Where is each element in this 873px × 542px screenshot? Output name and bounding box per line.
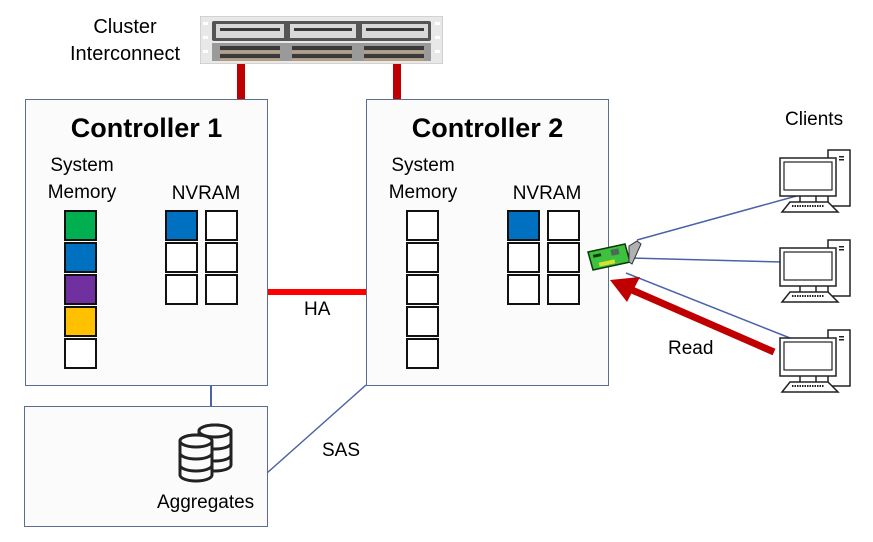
controller-2-memory-block: [406, 306, 439, 337]
interconnect-label-line2: Interconnect: [69, 43, 181, 65]
controller-2-nvram-block: [507, 274, 540, 305]
controller-1-memory-block: [64, 242, 97, 273]
controller-1-nvram-block: [165, 242, 198, 273]
client-computer-icon[interactable]: [776, 328, 856, 396]
controller-1-memory-block: [64, 274, 97, 305]
controller-1-memory-block: [64, 306, 97, 337]
controller-1-memory-label: System Memory: [40, 152, 124, 206]
interconnect-link-controller-2: [393, 62, 401, 100]
network-card-icon[interactable]: [585, 240, 643, 274]
controller-2-nvram-label: NVRAM: [512, 183, 582, 204]
controller-1-nvram-label: NVRAM: [171, 183, 241, 204]
read-label: Read: [668, 338, 714, 359]
interconnect-label: Cluster Interconnect: [50, 14, 200, 68]
controller-2-nvram-block: [507, 242, 540, 273]
controller-2-memory-block: [406, 242, 439, 273]
client-1-line: [636, 194, 801, 241]
controller-1-nvram-block: [165, 210, 198, 241]
controller-2-nvram-block: [547, 274, 580, 305]
controller-1-memory-block: [64, 338, 97, 369]
interconnect-link-controller-1: [237, 62, 245, 100]
controller-2-title: Controller 2: [411, 113, 564, 143]
client-computer-icon[interactable]: [776, 238, 856, 306]
controller-2-memory-block: [406, 274, 439, 305]
controller-2-nvram-block: [547, 242, 580, 273]
controller-2-memory-block: [406, 338, 439, 369]
client-3-line: [625, 272, 791, 339]
controller-1-title: Controller 1: [70, 113, 223, 143]
ha-link: [268, 289, 366, 295]
client-computer-icon[interactable]: [776, 148, 856, 216]
controller-2-nvram-block: [507, 210, 540, 241]
controller-2-nvram-block: [547, 210, 580, 241]
controller-1-nvram-block: [165, 274, 198, 305]
memory-label-line1: System: [391, 155, 455, 176]
controller-1-nvram-block: [205, 210, 238, 241]
clients-label: Clients: [785, 109, 844, 130]
controller-1-nvram-block: [205, 242, 238, 273]
network-switch-icon: [200, 16, 443, 64]
ha-label: HA: [304, 299, 331, 320]
controller-2-memory-label: System Memory: [381, 152, 465, 206]
interconnect-label-line1: Cluster: [93, 16, 157, 38]
sas-label: SAS: [322, 440, 361, 461]
controller-1-nvram-block: [205, 274, 238, 305]
aggregates-box: Aggregates: [24, 406, 268, 527]
client-2-line: [629, 257, 783, 263]
controller-2-memory-block: [406, 210, 439, 241]
database-icon: [178, 423, 233, 483]
memory-label-line1: System: [50, 155, 114, 176]
memory-label-line2: Memory: [388, 182, 458, 203]
controller-1-memory-block: [64, 210, 97, 241]
memory-label-line2: Memory: [47, 182, 117, 203]
sas-line: [266, 384, 367, 474]
aggregates-label: Aggregates: [157, 492, 255, 513]
